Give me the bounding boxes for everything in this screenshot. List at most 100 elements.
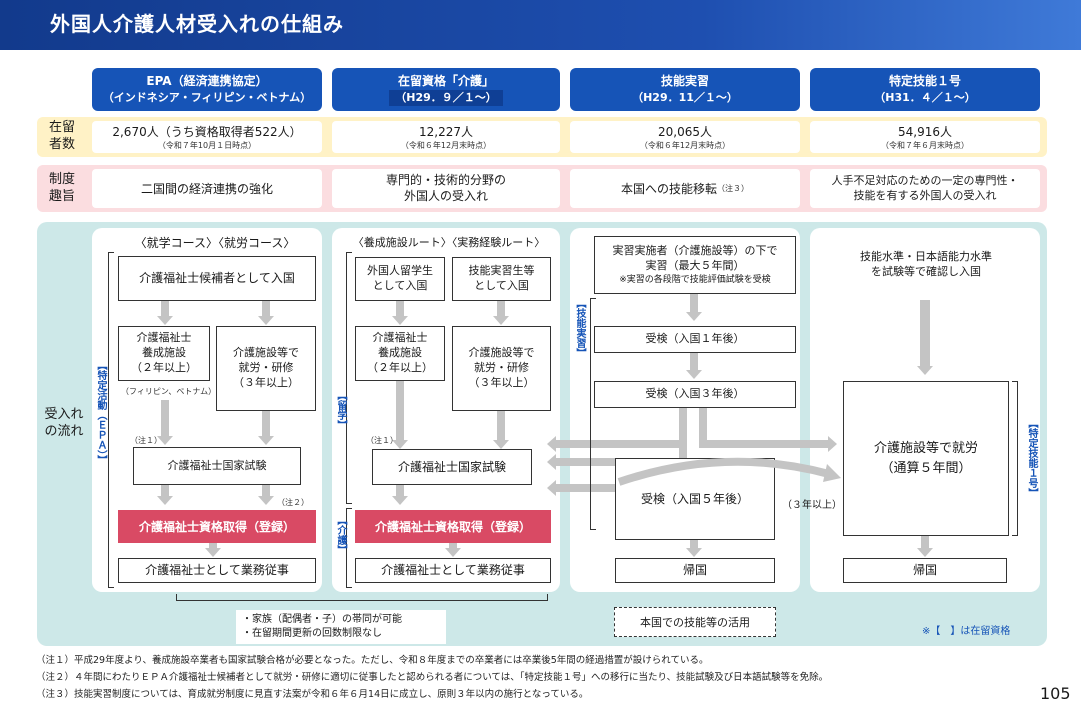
residents-ssw-sub: （令和７年６月末時点） <box>881 141 969 150</box>
row-purpose-label-a: 制度 <box>48 172 75 187</box>
tech-arrow-kaigo3-head <box>547 480 556 496</box>
epa-school-box: 介護福祉士 養成施設 （２年以上） <box>118 326 210 381</box>
ssw-top-2: を試験等で確認し入国 <box>871 264 981 278</box>
epa-course-label: 〈就学コース〉〈就労コース〉 <box>134 236 296 250</box>
header-tech: 技能実習 （H29．11／１～） <box>570 68 800 111</box>
epa-entry-box: 介護福祉士候補者として入国 <box>118 256 316 301</box>
family-line2: ・在留期間更新の回数制限なし <box>242 628 382 639</box>
kaigo-arrow-school-shaft <box>396 301 404 317</box>
family-bracket <box>176 594 548 601</box>
epa-arrow-qual-shaft <box>161 485 169 496</box>
tech-arc-arrow <box>617 457 841 486</box>
ssw-home-box: 帰国 <box>843 558 1007 583</box>
epa-arrow-school-shaft <box>161 301 169 317</box>
tech-top-2: 実習（最大５年間） <box>645 258 745 272</box>
purpose-kaigo-b: 外国人の受入れ <box>403 188 488 203</box>
tech-top-1: 実習実施者（介護施設等）の下で <box>612 244 778 258</box>
flow-label-b: の流れ <box>44 423 84 439</box>
tech-arc-path <box>617 457 831 486</box>
epa-arrow-work-head <box>258 316 274 325</box>
row-residents-label: 在留 者数 <box>40 120 84 154</box>
epa-school-1: 介護福祉士 <box>136 331 192 345</box>
kaigo-arrow-job-shaft <box>449 543 457 549</box>
purpose-ssw-b: 技能を有する外国人の受入れ <box>853 188 997 202</box>
tech-arrow-kaigo2-horizontal <box>556 458 615 466</box>
ssw-work-2: （通算５年間） <box>880 460 972 476</box>
ssw-bracket <box>1012 381 1018 536</box>
kaigo-bracket-care <box>346 508 352 588</box>
tech-arrow2-shaft <box>690 353 698 370</box>
kaigo-arrow-qual-shaft <box>396 485 404 496</box>
kaigo-bracket-study <box>346 252 352 504</box>
epa-work-1: 介護施設等で <box>233 346 299 360</box>
kaigo-trainee-box: 技能実習生等 として入国 <box>452 257 551 301</box>
tech-arrow-kaigo2-head <box>547 454 556 470</box>
ssw-arrow-home-head <box>917 548 933 557</box>
epa-note1: （注１） <box>130 436 162 445</box>
kaigo-trainee-2: として入国 <box>474 279 529 292</box>
header-ssw-line1: 特定技能１号 <box>888 73 961 88</box>
residents-ssw-main: 54,916人 <box>898 125 952 139</box>
purpose-tech-note: （注３） <box>717 184 749 193</box>
kaigo-arrow-exam1-head <box>392 440 408 449</box>
kaigo-status-study: 【留学】 <box>335 390 346 430</box>
epa-qualify-box: 介護福祉士資格取得（登録） <box>118 510 316 543</box>
header-epa-line2: （インドネシア・フィリピン・ベトナム） <box>102 91 312 105</box>
kaigo-job-box: 介護福祉士として業務従事 <box>355 558 551 583</box>
purpose-ssw-a: 人手不足対応のための一定の専門性・ <box>831 173 1019 187</box>
epa-work-2: 就労・研修 <box>238 361 294 375</box>
kaigo-arrow-exam2-shaft <box>497 411 505 440</box>
tech-arrow-kaigo3-horizontal <box>556 484 615 492</box>
header-kaigo-line2: （H29．９／１～） <box>389 90 503 107</box>
kaigo-arrow-work-head <box>493 316 509 325</box>
header-kaigo: 在留資格「介護」 （H29．９／１～） <box>332 68 560 111</box>
legend-note: ※【 】は在留資格 <box>922 626 1011 637</box>
purpose-tech: 本国への技能移転 （注３） <box>570 169 800 208</box>
kaigo-school-box: 介護福祉士 養成施設 （２年以上） <box>355 326 445 381</box>
row-residents-label-a: 在留 <box>48 120 75 135</box>
kaigo-school-1: 介護福祉士 <box>372 331 428 345</box>
kaigo-work-1: 介護施設等で <box>468 346 535 360</box>
kaigo-school-3: （２年以上） <box>367 360 433 374</box>
kaigo-qualify-box: 介護福祉士資格取得（登録） <box>355 510 551 543</box>
kaigo-school-2: 養成施設 <box>378 346 422 360</box>
ssw-arrow-home-shaft <box>921 536 929 549</box>
header-tech-line1: 技能実習 <box>660 73 709 88</box>
kaigo-trainee-1: 技能実習生等 <box>468 264 535 278</box>
kaigo-work-3: （３年以上） <box>468 375 535 389</box>
tech-top-box: 実習実施者（介護施設等）の下で 実習（最大５年間） ※実習の各段階で技能評価試験… <box>594 236 796 294</box>
epa-arrow-qual2-shaft <box>262 485 270 496</box>
residents-kaigo: 12,227人 （令和６年12月末時点） <box>332 121 560 153</box>
footnote-1: （注１）平成29年度より、養成施設卒業者も国家試験合格が必要となった。ただし、令… <box>36 655 709 666</box>
tech-status-label: 【技能実習】 <box>574 298 585 358</box>
kaigo-arrow-qual-head <box>392 496 408 505</box>
tech-arrow3-shaft <box>679 408 687 458</box>
header-tech-line2: （H29．11／１～） <box>632 91 738 105</box>
residents-ssw: 54,916人 （令和７年６月末時点） <box>810 121 1040 153</box>
kaigo-work-2: 就労・研修 <box>474 361 529 375</box>
epa-countries: （フィリピン、ベトナム） <box>121 387 217 396</box>
tech-bracket <box>590 298 596 530</box>
tech-over3: （３年以上） <box>782 500 842 511</box>
epa-job-box: 介護福祉士として業務従事 <box>118 558 316 583</box>
epa-work-box: 介護施設等で 就労・研修 （３年以上） <box>216 326 316 411</box>
residents-kaigo-main: 12,227人 <box>419 125 473 139</box>
epa-arrow-exam1-shaft <box>161 400 169 436</box>
epa-arrow-work-shaft <box>262 301 270 317</box>
kaigo-arrow-school-head <box>392 316 408 325</box>
epa-arrow-exam2-shaft <box>262 411 270 436</box>
footnote-2: （注２）４年間にわたりＥＰＡ介護福祉士候補者として就労・研修に適切に従事したと認… <box>36 672 829 683</box>
ssw-top-box: 技能水準・日本語能力水準 を試験等で確認し入国 <box>840 237 1012 292</box>
residents-epa-sub: （令和７年10月１日時点） <box>157 141 257 150</box>
epa-school-3: （２年以上） <box>131 360 197 374</box>
purpose-tech-a: 本国への技能移転 <box>620 182 717 196</box>
epa-arrow-exam1-head <box>157 436 173 445</box>
residents-epa-main: 2,670人（うち資格取得者522人） <box>112 125 302 139</box>
epa-exam-box: 介護福祉士国家試験 <box>133 447 301 485</box>
family-line1: ・家族（配偶者・子）の帯同が可能 <box>242 614 402 625</box>
purpose-kaigo-a: 専門的・技術的分野の <box>385 172 506 187</box>
purpose-epa: 二国間の経済連携の強化 <box>92 169 322 208</box>
ssw-arrow1-shaft <box>920 300 930 366</box>
header-epa: EPA（経済連携協定） （インドネシア・フィリピン・ベトナム） <box>92 68 322 111</box>
epa-work-3: （３年以上） <box>233 375 299 389</box>
